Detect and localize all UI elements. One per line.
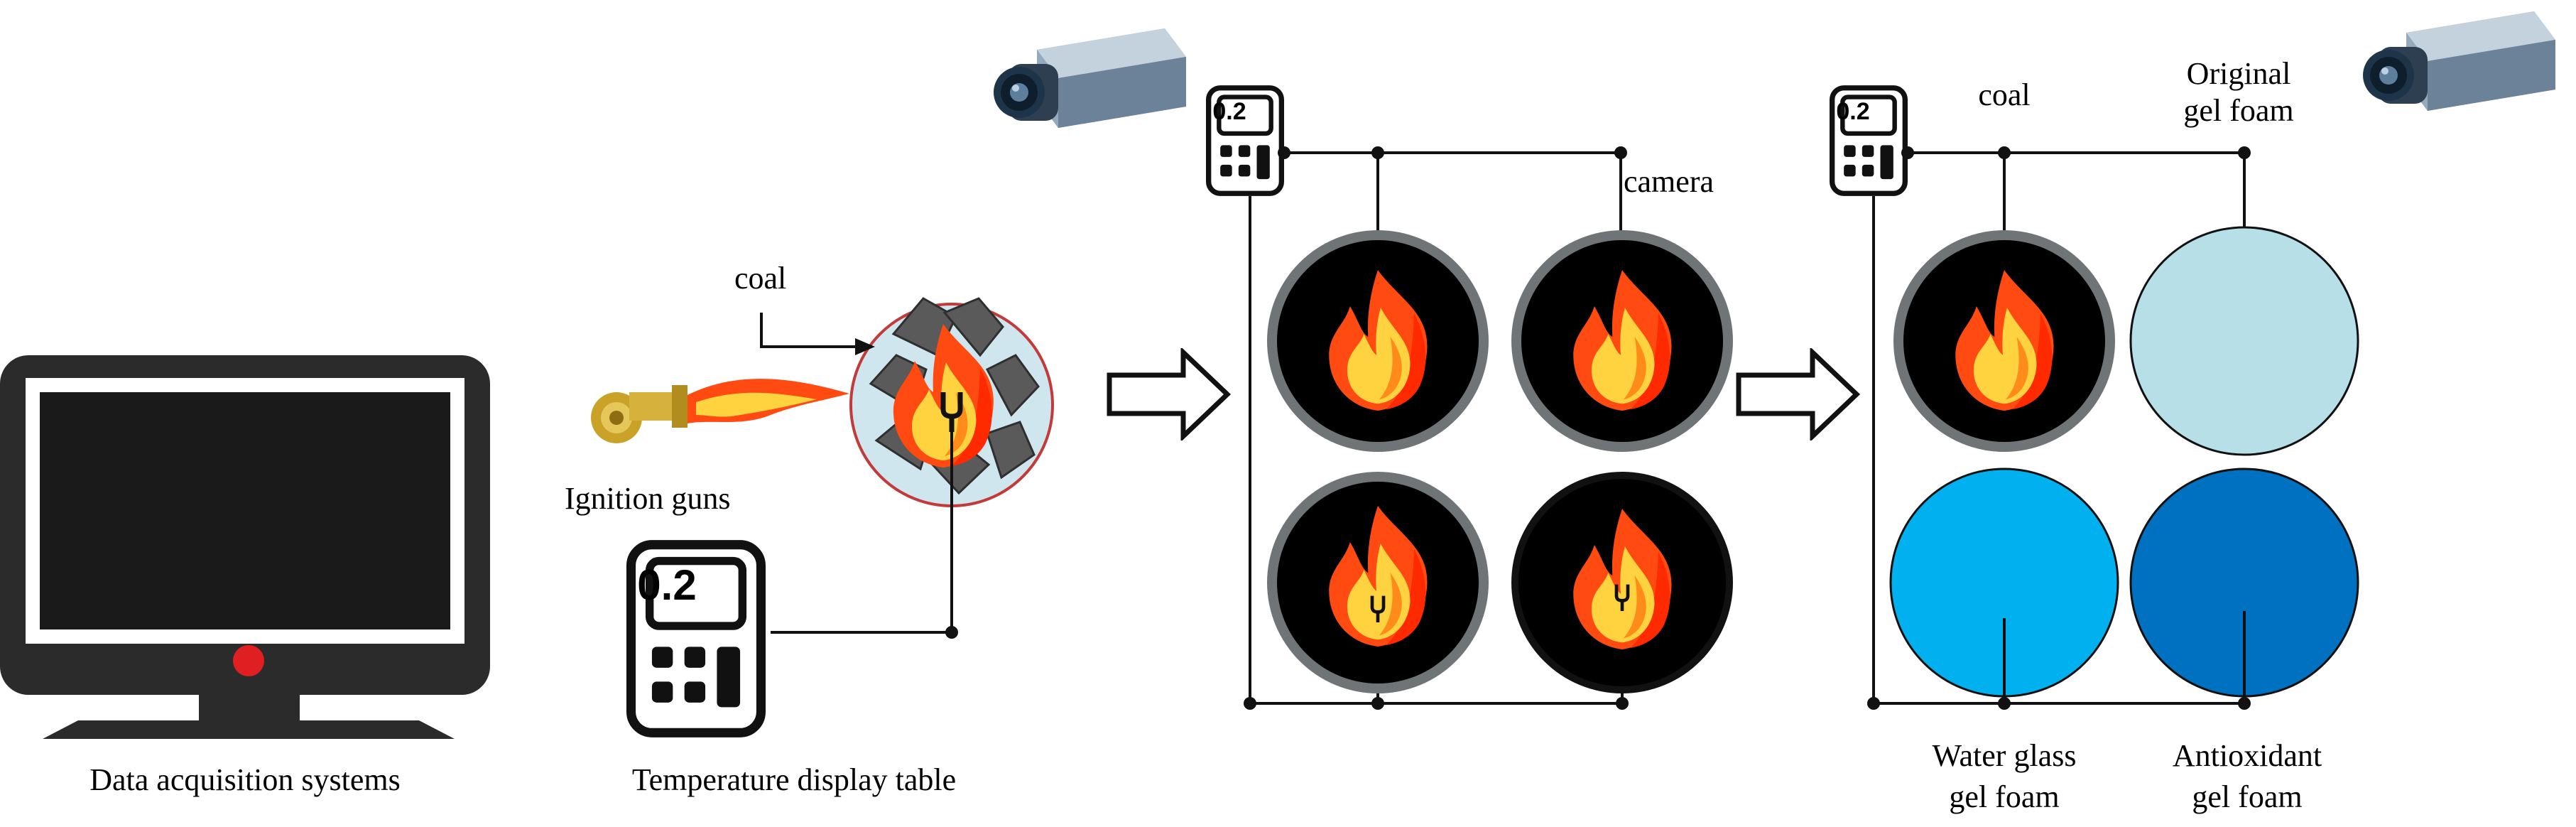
ignition-gun-icon [591,379,849,443]
coal-label-left: coal [734,261,786,296]
burning-coal-dish [1511,472,1733,693]
original-gel-foam-label-2: gel foam [2183,93,2293,128]
ignition-guns-label: Ignition guns [565,481,730,516]
meter-reading-mid: 0.2 [1212,98,1246,125]
original-gel-foam-dish [2129,226,2359,456]
monitor-icon [0,355,490,739]
temperature-table-label: Temperature display table [632,762,956,797]
coal-label-right: coal [1978,77,2030,112]
arrow-right-icon [1739,352,1857,436]
meter-reading: 0.2 [637,561,696,609]
burning-coal-dish [1893,230,2115,452]
burning-coal-dish [1511,230,1733,452]
meter-reading-right: 0.2 [1836,98,1869,125]
power-led-icon [233,645,264,676]
antioxidant-label-1: Antioxidant [2173,738,2322,773]
arrow-right-icon [1109,352,1227,436]
burning-coal-dish [1267,230,1489,452]
data-acquisition-label: Data acquisition systems [89,762,401,797]
water-glass-label-1: Water glass [1933,738,2077,773]
antioxidant-label-2: gel foam [2192,779,2302,814]
burning-coal-dish [1267,472,1489,693]
water-glass-label-2: gel foam [1949,779,2059,814]
camera-icon [2363,11,2555,111]
camera-icon [994,28,1186,128]
original-gel-foam-label-1: Original [2187,56,2291,91]
camera-label: camera [1624,164,1714,199]
